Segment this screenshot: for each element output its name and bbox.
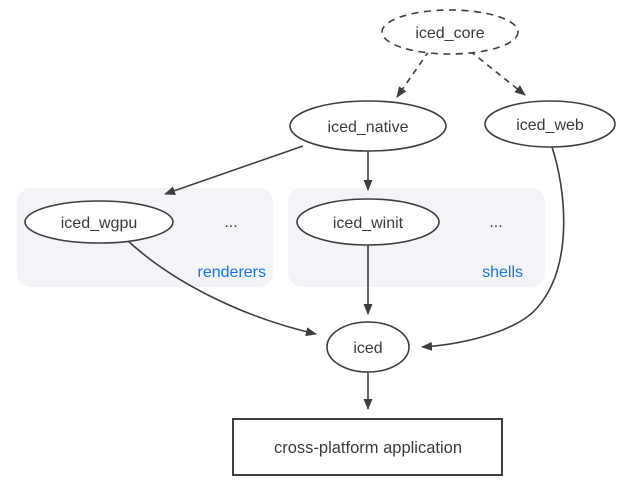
edge-iced-core-to-iced-native	[396, 50, 430, 98]
node-iced-core-shape	[381, 9, 519, 55]
group-renderers-ellipsis: ...	[224, 214, 237, 231]
node-iced-native: iced_native	[289, 100, 447, 152]
node-iced-winit: iced_winit	[296, 198, 440, 246]
node-iced-web-shape	[484, 100, 616, 148]
node-iced-core: iced_core	[381, 9, 519, 55]
node-iced-native-label: iced_native	[328, 119, 409, 136]
group-shells-label: shells	[482, 264, 523, 281]
node-cross-platform-application-shape	[232, 418, 503, 476]
edge-iced-web-to-iced	[421, 146, 565, 351]
node-iced-label: iced	[353, 340, 382, 357]
edge-iced-wgpu-to-iced	[126, 239, 317, 337]
node-cross-platform-application: cross-platform application	[232, 418, 503, 476]
node-iced: iced	[326, 321, 410, 373]
node-iced-wgpu: iced_wgpu	[24, 200, 174, 244]
node-cross-platform-application-label: cross-platform application	[274, 439, 462, 457]
edge-iced-native-to-iced-wgpu	[164, 145, 304, 195]
node-iced-native-shape	[289, 100, 447, 152]
node-iced-web: iced_web	[484, 100, 616, 148]
group-renderers-label: renderers	[198, 264, 266, 281]
group-shells-ellipsis: ...	[489, 214, 502, 231]
node-iced-web-label: iced_web	[516, 117, 584, 134]
node-iced-winit-shape	[296, 198, 440, 246]
edge-iced-core-to-iced-web	[469, 50, 526, 96]
node-iced-wgpu-label: iced_wgpu	[61, 215, 138, 232]
node-iced-winit-label: iced_winit	[333, 215, 404, 232]
node-iced-shape	[326, 321, 410, 373]
node-iced-wgpu-shape	[24, 200, 174, 244]
node-iced-core-label: iced_core	[415, 25, 484, 42]
